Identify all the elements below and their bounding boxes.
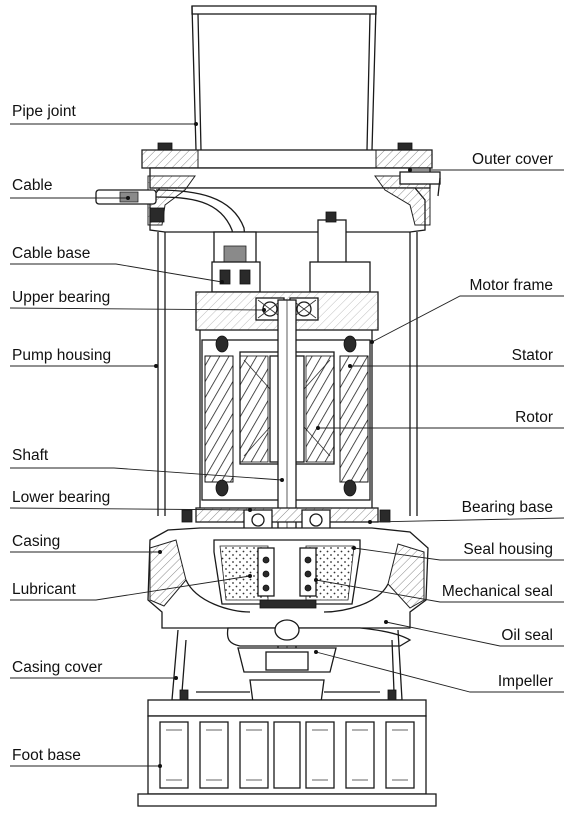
label-pump-housing: Pump housing	[12, 347, 111, 364]
cable-base-part	[211, 211, 371, 303]
label-stator: Stator	[512, 347, 553, 364]
seal-housing-part	[213, 539, 361, 605]
label-bearing-base: Bearing base	[462, 499, 553, 516]
label-mechanical-seal: Mechanical seal	[442, 583, 553, 600]
label-impeller: Impeller	[498, 673, 553, 690]
top-flange	[141, 142, 433, 189]
leader-upper-bearing	[9, 307, 265, 311]
mechanical-seal-part	[257, 547, 317, 609]
label-oil-seal: Oil seal	[501, 627, 553, 644]
leader-shaft	[10, 467, 283, 481]
label-rotor: Rotor	[515, 409, 553, 426]
label-casing: Casing	[12, 533, 60, 550]
leader-bearing-base	[369, 517, 565, 523]
leader-lower-bearing	[9, 507, 251, 511]
label-seal-housing: Seal housing	[463, 541, 553, 558]
leader-lubricant	[10, 575, 251, 601]
leader-impeller	[315, 651, 564, 693]
label-outer-cover: Outer cover	[472, 151, 553, 168]
leader-cable-base	[10, 263, 223, 283]
label-motor-frame: Motor frame	[469, 277, 553, 294]
label-lubricant: Lubricant	[12, 581, 76, 598]
leader-mechanical-seal	[315, 579, 564, 603]
pipe-joint-part	[179, 5, 389, 169]
label-foot-base: Foot base	[12, 747, 81, 764]
label-cable: Cable	[12, 177, 53, 194]
leader-motor-frame	[371, 295, 564, 343]
oil-seal-part	[226, 619, 412, 647]
label-pipe-joint: Pipe joint	[12, 103, 76, 120]
foot-base-part	[137, 699, 437, 807]
labels-right: Outer cover Motor frame Stator Rotor Bea…	[442, 151, 553, 690]
labels-left: Pipe joint Cable Cable base Upper bearin…	[12, 103, 111, 764]
lower-bearing-part	[181, 507, 391, 531]
label-casing-cover: Casing cover	[12, 659, 102, 676]
leader-oil-seal	[385, 621, 564, 647]
leader-seal-housing	[353, 547, 564, 561]
label-cable-base: Cable base	[12, 245, 90, 262]
leader-lines	[9, 122, 565, 768]
label-lower-bearing: Lower bearing	[12, 489, 110, 506]
label-upper-bearing: Upper bearing	[12, 289, 110, 306]
label-shaft: Shaft	[12, 447, 49, 464]
